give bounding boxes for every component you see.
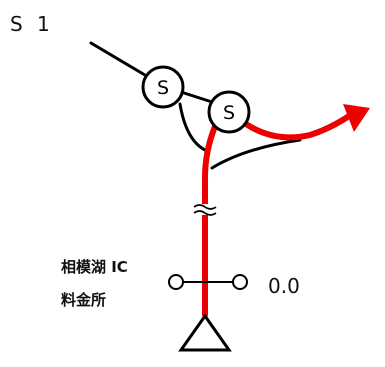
road-ramp-west xyxy=(178,102,207,152)
sign-circle-lower: S xyxy=(207,90,251,134)
circle-letter-s-icon: S xyxy=(223,102,235,124)
road-northwest xyxy=(89,41,152,80)
route-line-east xyxy=(243,111,355,141)
interchange-name-line2: 料金所 xyxy=(61,291,107,309)
route-line-main xyxy=(202,121,219,318)
road-ramp-east xyxy=(210,138,302,170)
interchange-name-line1: 相模湖 IC xyxy=(61,258,128,276)
route-id-label: S 1 xyxy=(10,12,54,36)
wavy-break-icon xyxy=(193,204,217,216)
triangle-icon xyxy=(178,313,232,352)
arrow-right-icon xyxy=(343,104,370,132)
interchange-marker-icon xyxy=(168,274,248,290)
circle-letter-s-icon: S xyxy=(157,77,169,99)
sign-circle-upper: S xyxy=(141,65,185,109)
distance-label: 0.0 xyxy=(268,274,300,298)
road-connector xyxy=(179,90,214,104)
